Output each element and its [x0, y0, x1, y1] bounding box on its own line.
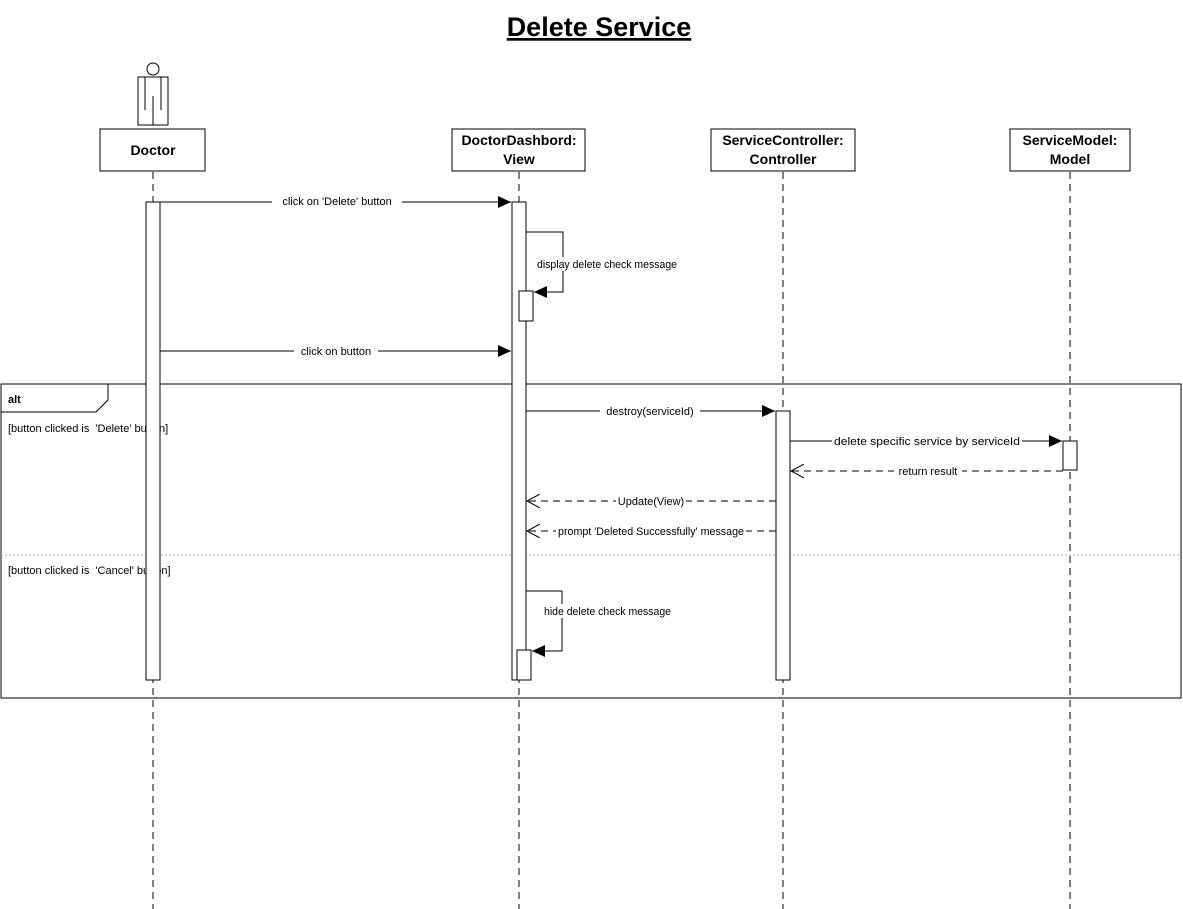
- alt-frame: alt [button clicked is 'Delete' button] …: [0, 383, 1182, 699]
- lifeline-head-controller: ServiceController: Controller: [710, 128, 856, 172]
- lifeline-head-view: DoctorDashbord: View: [451, 128, 586, 172]
- activation-view-nested-display: [518, 290, 534, 322]
- lifeline-head-doctor: Doctor: [99, 128, 206, 172]
- alt-frame-tag-box: [1, 383, 109, 413]
- diagram-title: Delete Service: [507, 12, 692, 42]
- message-label-prompt-deleted: prompt 'Deleted Successfully' message: [558, 526, 744, 538]
- lifeline-head-controller-line1: ServiceController:: [722, 132, 843, 148]
- message-label-bg: [832, 434, 1022, 448]
- message-arrow-hide-check: [526, 590, 563, 657]
- activation-doctor: [145, 201, 161, 681]
- activation-model: [1062, 440, 1078, 471]
- lifeline-head-controller-line2: Controller: [750, 151, 817, 167]
- lifeline-head-doctor-label: Doctor: [130, 142, 176, 158]
- lifeline-head-view-line2: View: [503, 151, 535, 167]
- message-label-bg: [535, 257, 679, 271]
- message-label-destroy: destroy(serviceId): [606, 406, 693, 418]
- message-label-display-check: display delete check message: [537, 259, 677, 271]
- alt-guard-delete: [button clicked is 'Delete' button]: [8, 423, 168, 435]
- activation-controller: [775, 410, 791, 681]
- message-label-bg: [542, 604, 674, 618]
- lifeline-head-model-line1: ServiceModel:: [1023, 132, 1118, 148]
- alt-frame-tag: alt: [8, 394, 21, 406]
- message-label-return-result: return result: [899, 466, 958, 478]
- message-label-delete-specific: delete specific service by serviceId: [834, 436, 1020, 448]
- message-label-click-button: click on button: [301, 346, 371, 358]
- message-label-update-view: Update(View): [618, 496, 684, 508]
- activation-view: [511, 201, 527, 681]
- lifeline-head-model-line2: Model: [1050, 151, 1090, 167]
- message-label-bg: [556, 524, 746, 538]
- message-label-bg: [894, 464, 962, 478]
- message-label-hide-check: hide delete check message: [544, 606, 671, 618]
- message-label-click-delete: click on 'Delete' button: [282, 196, 391, 208]
- message-label-bg: [272, 194, 402, 208]
- alt-guard-cancel: [button clicked is 'Cancel' button]: [8, 565, 171, 577]
- message-label-bg: [616, 494, 686, 508]
- activation-view-nested-hide: [516, 649, 532, 681]
- actor-icon: [137, 62, 169, 126]
- message-label-bg: [294, 344, 378, 358]
- message-label-bg: [600, 404, 700, 418]
- lifeline-head-view-line1: DoctorDashbord:: [461, 132, 576, 148]
- lifeline-head-model: ServiceModel: Model: [1009, 128, 1131, 172]
